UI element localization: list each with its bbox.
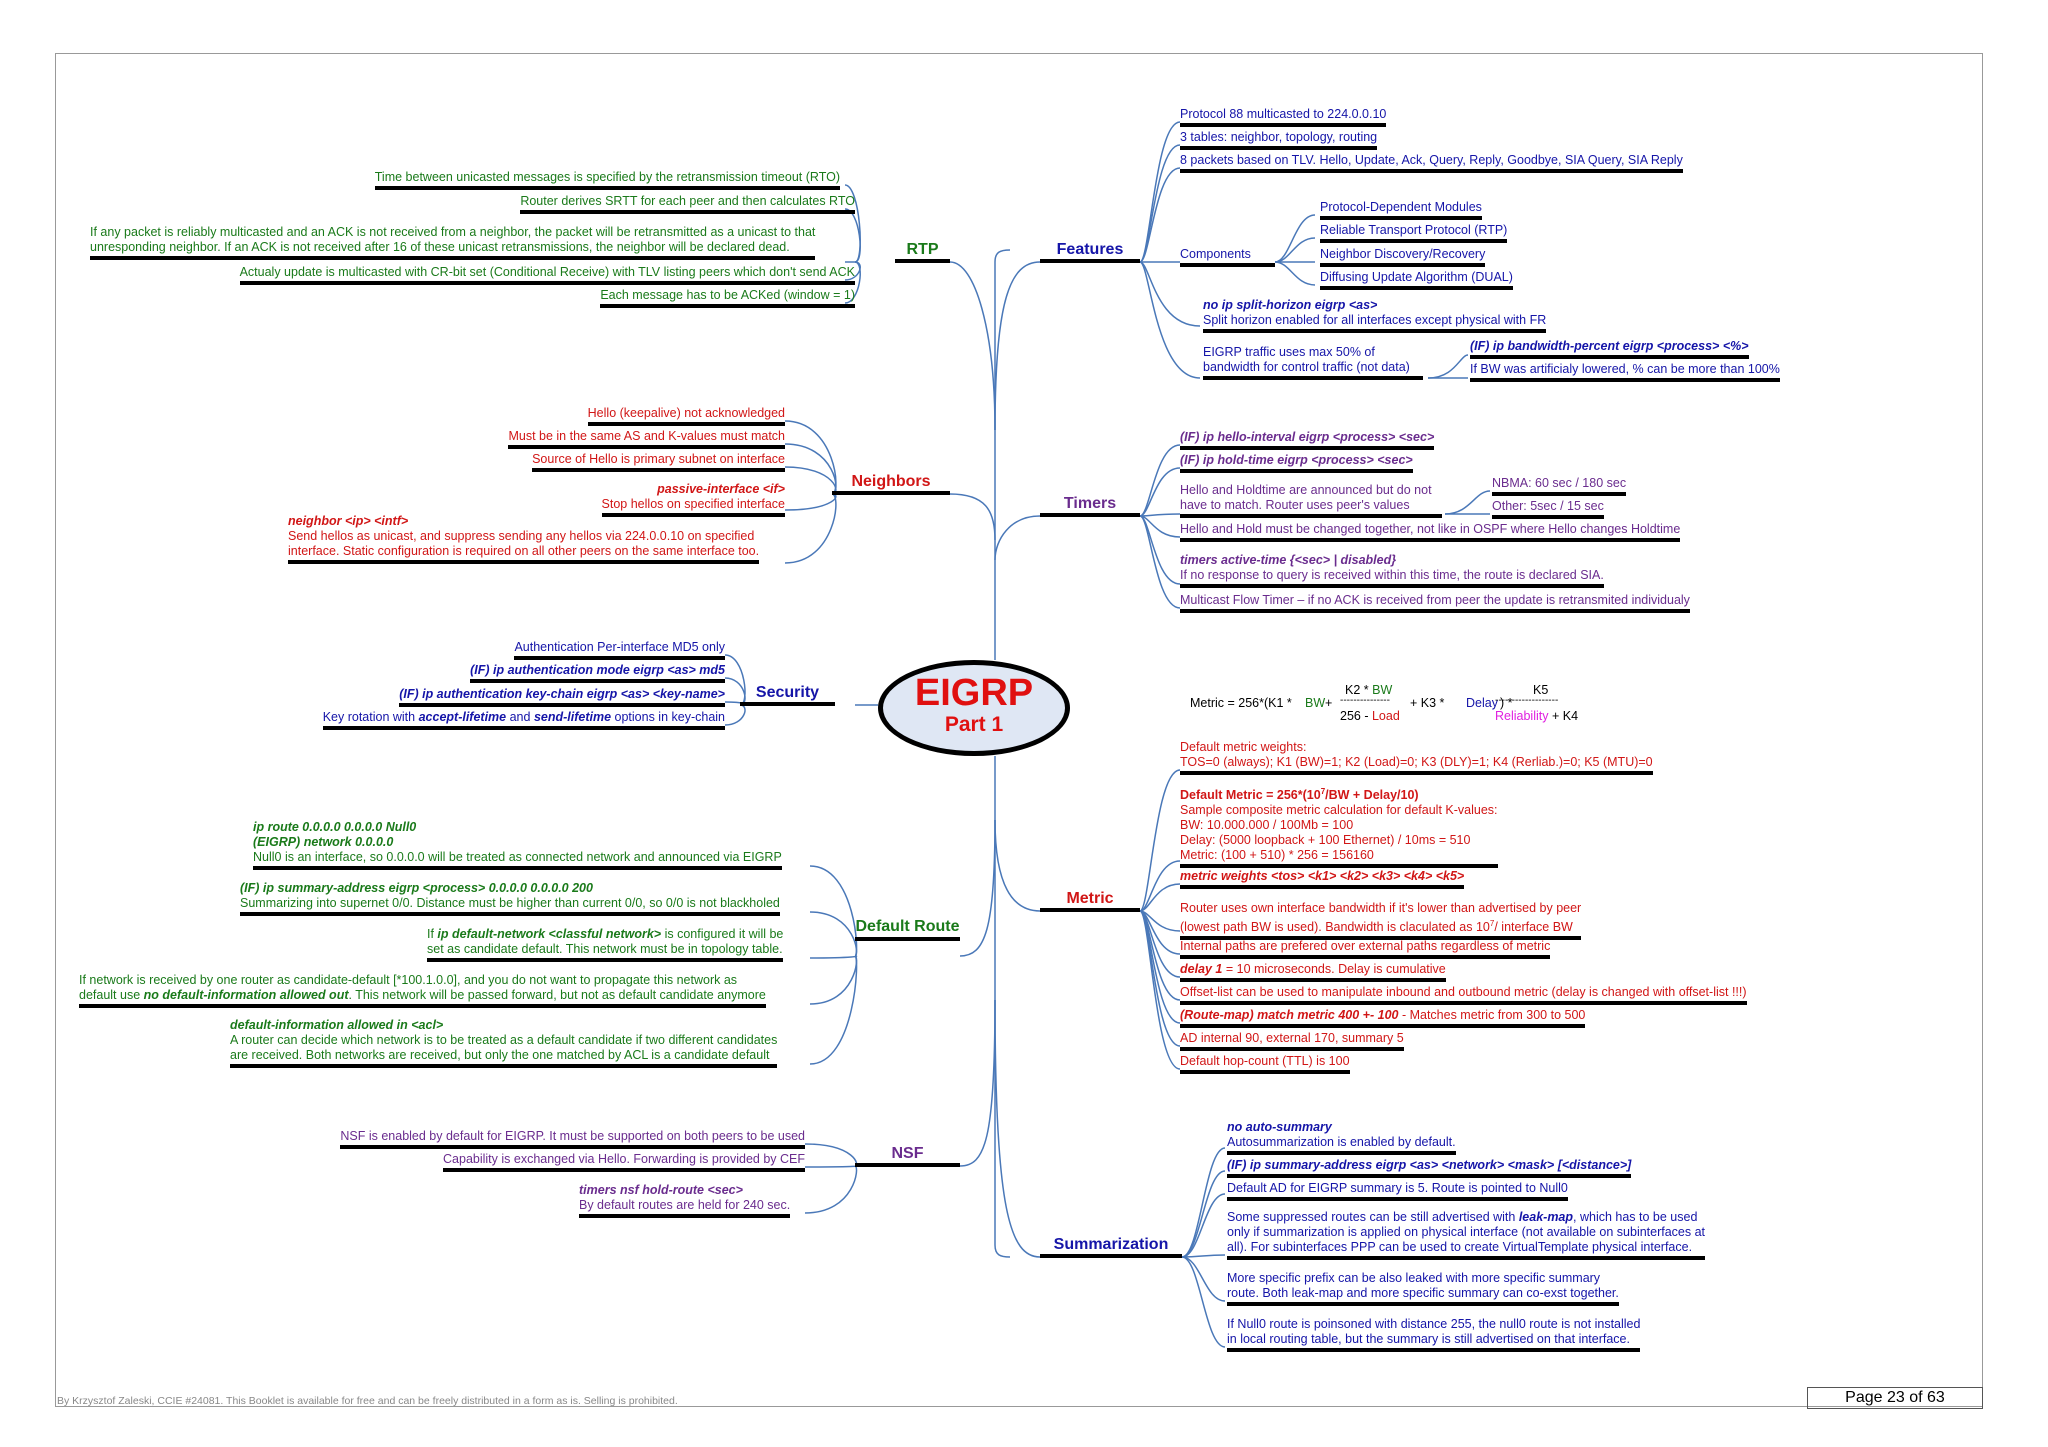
metric-route-map: (Route-map) match metric 400 +- 100 - Ma… — [1180, 1008, 1586, 1028]
features-component-pdm: Protocol-Dependent Modules — [1320, 200, 1482, 220]
nsf-hold-route: timers nsf hold-route <sec> By default r… — [579, 1183, 791, 1218]
rtp-retransmit-line2: unresponding neighbor. If an ACK is not … — [90, 240, 790, 254]
link-neighbors — [949, 493, 996, 541]
features-protocol-88: Protocol 88 multicasted to 224.0.0.10 — [1180, 107, 1387, 127]
neighbors-hello: Hello (keepalive) not acknowledged — [587, 406, 785, 426]
features-components: Components — [1180, 247, 1275, 267]
neighbors-passive: passive-interface <if> Stop hellos on sp… — [601, 482, 785, 517]
link-default-route — [959, 819, 996, 957]
metric-offset-list: Offset-list can be used to manipulate in… — [1180, 985, 1747, 1005]
features-component-nd: Neighbor Discovery/Recovery — [1320, 247, 1486, 267]
page-number: Page 23 of 63 — [1807, 1387, 1983, 1409]
branch-default-route: Default Route — [855, 917, 960, 941]
neighbors-static-cmd: neighbor <ip> <intf> — [288, 514, 409, 528]
neighbors-as-match: Must be in the same AS and K-values must… — [508, 429, 785, 449]
formula-prefix: Metric = 256*(K1 * — [1190, 696, 1292, 710]
timers-announced: Hello and Holdtime are announced but do … — [1180, 483, 1442, 518]
neighbors-source: Source of Hello is primary subnet on int… — [532, 452, 785, 472]
timers-nbma: NBMA: 60 sec / 180 sec — [1492, 476, 1627, 496]
metric-default-calc: Default Metric = 256*(107/BW + Delay/10)… — [1180, 784, 1498, 869]
features-split-horizon: no ip split-horizon eigrp <as> Split hor… — [1203, 298, 1547, 333]
timers-hold-time: (IF) ip hold-time eigrp <process> <sec> — [1180, 453, 1413, 473]
neighbors-passive-cmd: passive-interface <if> — [657, 482, 785, 496]
metric-hop-count: Default hop-count (TTL) is 100 — [1180, 1054, 1350, 1074]
link-metric — [994, 819, 1041, 912]
branch-neighbors: Neighbors — [832, 472, 950, 495]
center-subtitle: Part 1 — [944, 713, 1004, 736]
rtp-retransmit: If any packet is reliably multicasted an… — [90, 225, 816, 260]
neighbors-passive-desc: Stop hellos on specified interface — [601, 497, 785, 511]
formula-delay: Delay — [1466, 696, 1498, 710]
timers-active-time: timers active-time {<sec> | disabled} If… — [1180, 553, 1604, 588]
metric-own-bandwidth: Router uses own interface bandwidth if i… — [1180, 901, 1582, 941]
features-tables: 3 tables: neighbor, topology, routing — [1180, 130, 1378, 150]
security-md5: Authentication Per-interface MD5 only — [514, 640, 725, 660]
trunk-down — [994, 756, 1011, 1258]
metric-default-weights: Default metric weights: TOS=0 (always); … — [1180, 740, 1653, 775]
neighbors-static-desc2: interface. Static configuration is requi… — [288, 544, 760, 558]
neighbors-static: neighbor <ip> <intf> Send hellos as unic… — [288, 514, 760, 564]
summ-specific-prefix: More specific prefix can be also leaked … — [1227, 1271, 1619, 1306]
center-node: EIGRP Part 1 — [878, 660, 1070, 756]
branch-security: Security — [740, 683, 835, 706]
branch-nsf: NSF — [855, 1144, 960, 1167]
neighbors-static-desc1: Send hellos as unicast, and suppress sen… — [288, 529, 755, 543]
features-packets: 8 packets based on TLV. Hello, Update, A… — [1180, 153, 1683, 173]
default-network: If ip default-network <classful network>… — [427, 927, 784, 962]
timers-other: Other: 5sec / 15 sec — [1492, 499, 1604, 519]
summ-null0: If Null0 route is poinsoned with distanc… — [1227, 1317, 1641, 1352]
link-features — [994, 261, 1041, 431]
link-rtp — [949, 261, 996, 431]
link-summarization — [994, 999, 1041, 1258]
branch-metric: Metric — [1040, 889, 1140, 912]
summ-cmd: (IF) ip summary-address eigrp <as> <netw… — [1227, 1158, 1632, 1178]
default-info-out: If network is received by one router as … — [79, 973, 766, 1008]
rtp-ack-window: Each message has to be ACKed (window = 1… — [600, 288, 855, 308]
security-auth-mode: (IF) ip authentication mode eigrp <as> m… — [470, 663, 725, 683]
footer-credit: By Krzysztof Zaleski, CCIE #24081. This … — [57, 1395, 678, 1407]
security-key-rotation: Key rotation with accept-lifetime and se… — [322, 710, 725, 730]
page-frame — [55, 53, 1983, 1407]
features-component-rtp: Reliable Transport Protocol (RTP) — [1320, 223, 1508, 243]
branch-features: Features — [1040, 240, 1140, 263]
rtp-rto: Time between unicasted messages is speci… — [374, 170, 840, 190]
timers-hello-interval: (IF) ip hello-interval eigrp <process> <… — [1180, 430, 1435, 450]
rtp-cr-bit: Actualy update is multicasted with CR-bi… — [239, 265, 855, 285]
summ-auto: no auto-summary Autosummarization is ena… — [1227, 1120, 1456, 1155]
nsf-capability: Capability is exchanged via Hello. Forwa… — [443, 1152, 805, 1172]
trunk-up — [994, 249, 1011, 660]
link-timers — [994, 515, 1041, 561]
formula-bw: BW — [1305, 696, 1326, 710]
link-nsf — [959, 999, 996, 1167]
branch-rtp: RTP — [895, 240, 950, 263]
metric-formula: Metric = 256*(K1 * BW + K2 * BW --------… — [1190, 683, 1579, 723]
summ-default-ad: Default AD for EIGRP summary is 5. Route… — [1227, 1181, 1568, 1201]
branch-summarization: Summarization — [1040, 1235, 1182, 1258]
metric-ad: AD internal 90, external 170, summary 5 — [1180, 1031, 1404, 1051]
timers-multicast-flow: Multicast Flow Timer – if no ACK is rece… — [1180, 593, 1690, 613]
metric-weights-cmd: metric weights <tos> <k1> <k2> <k3> <k4>… — [1180, 869, 1465, 889]
metric-internal-paths: Internal paths are prefered over externa… — [1180, 939, 1551, 959]
features-bw-percent-desc: If BW was artificialy lowered, % can be … — [1470, 362, 1780, 382]
features-bandwidth: EIGRP traffic uses max 50% of bandwidth … — [1203, 345, 1423, 380]
rtp-retransmit-line1: If any packet is reliably multicasted an… — [90, 225, 816, 239]
features-component-dual: Diffusing Update Algorithm (DUAL) — [1320, 270, 1513, 290]
branch-timers: Timers — [1040, 494, 1140, 517]
nsf-enabled: NSF is enabled by default for EIGRP. It … — [340, 1129, 805, 1149]
default-summary: (IF) ip summary-address eigrp <process> … — [240, 881, 780, 916]
metric-delay: delay 1 = 10 microseconds. Delay is cumu… — [1180, 962, 1446, 982]
summ-leak-map: Some suppressed routes can be still adve… — [1227, 1210, 1706, 1260]
security-key-chain: (IF) ip authentication key-chain eigrp <… — [399, 687, 725, 707]
features-bw-percent-cmd: (IF) ip bandwidth-percent eigrp <process… — [1470, 339, 1749, 359]
default-info-in: default-information allowed in <acl> A r… — [230, 1018, 778, 1068]
default-null0: ip route 0.0.0.0 0.0.0.0 Null0 (EIGRP) n… — [253, 820, 782, 870]
rtp-srtt: Router derives SRTT for each peer and th… — [520, 194, 855, 214]
timers-hello-hold: Hello and Hold must be changed together,… — [1180, 522, 1681, 542]
center-title: EIGRP — [914, 672, 1034, 714]
